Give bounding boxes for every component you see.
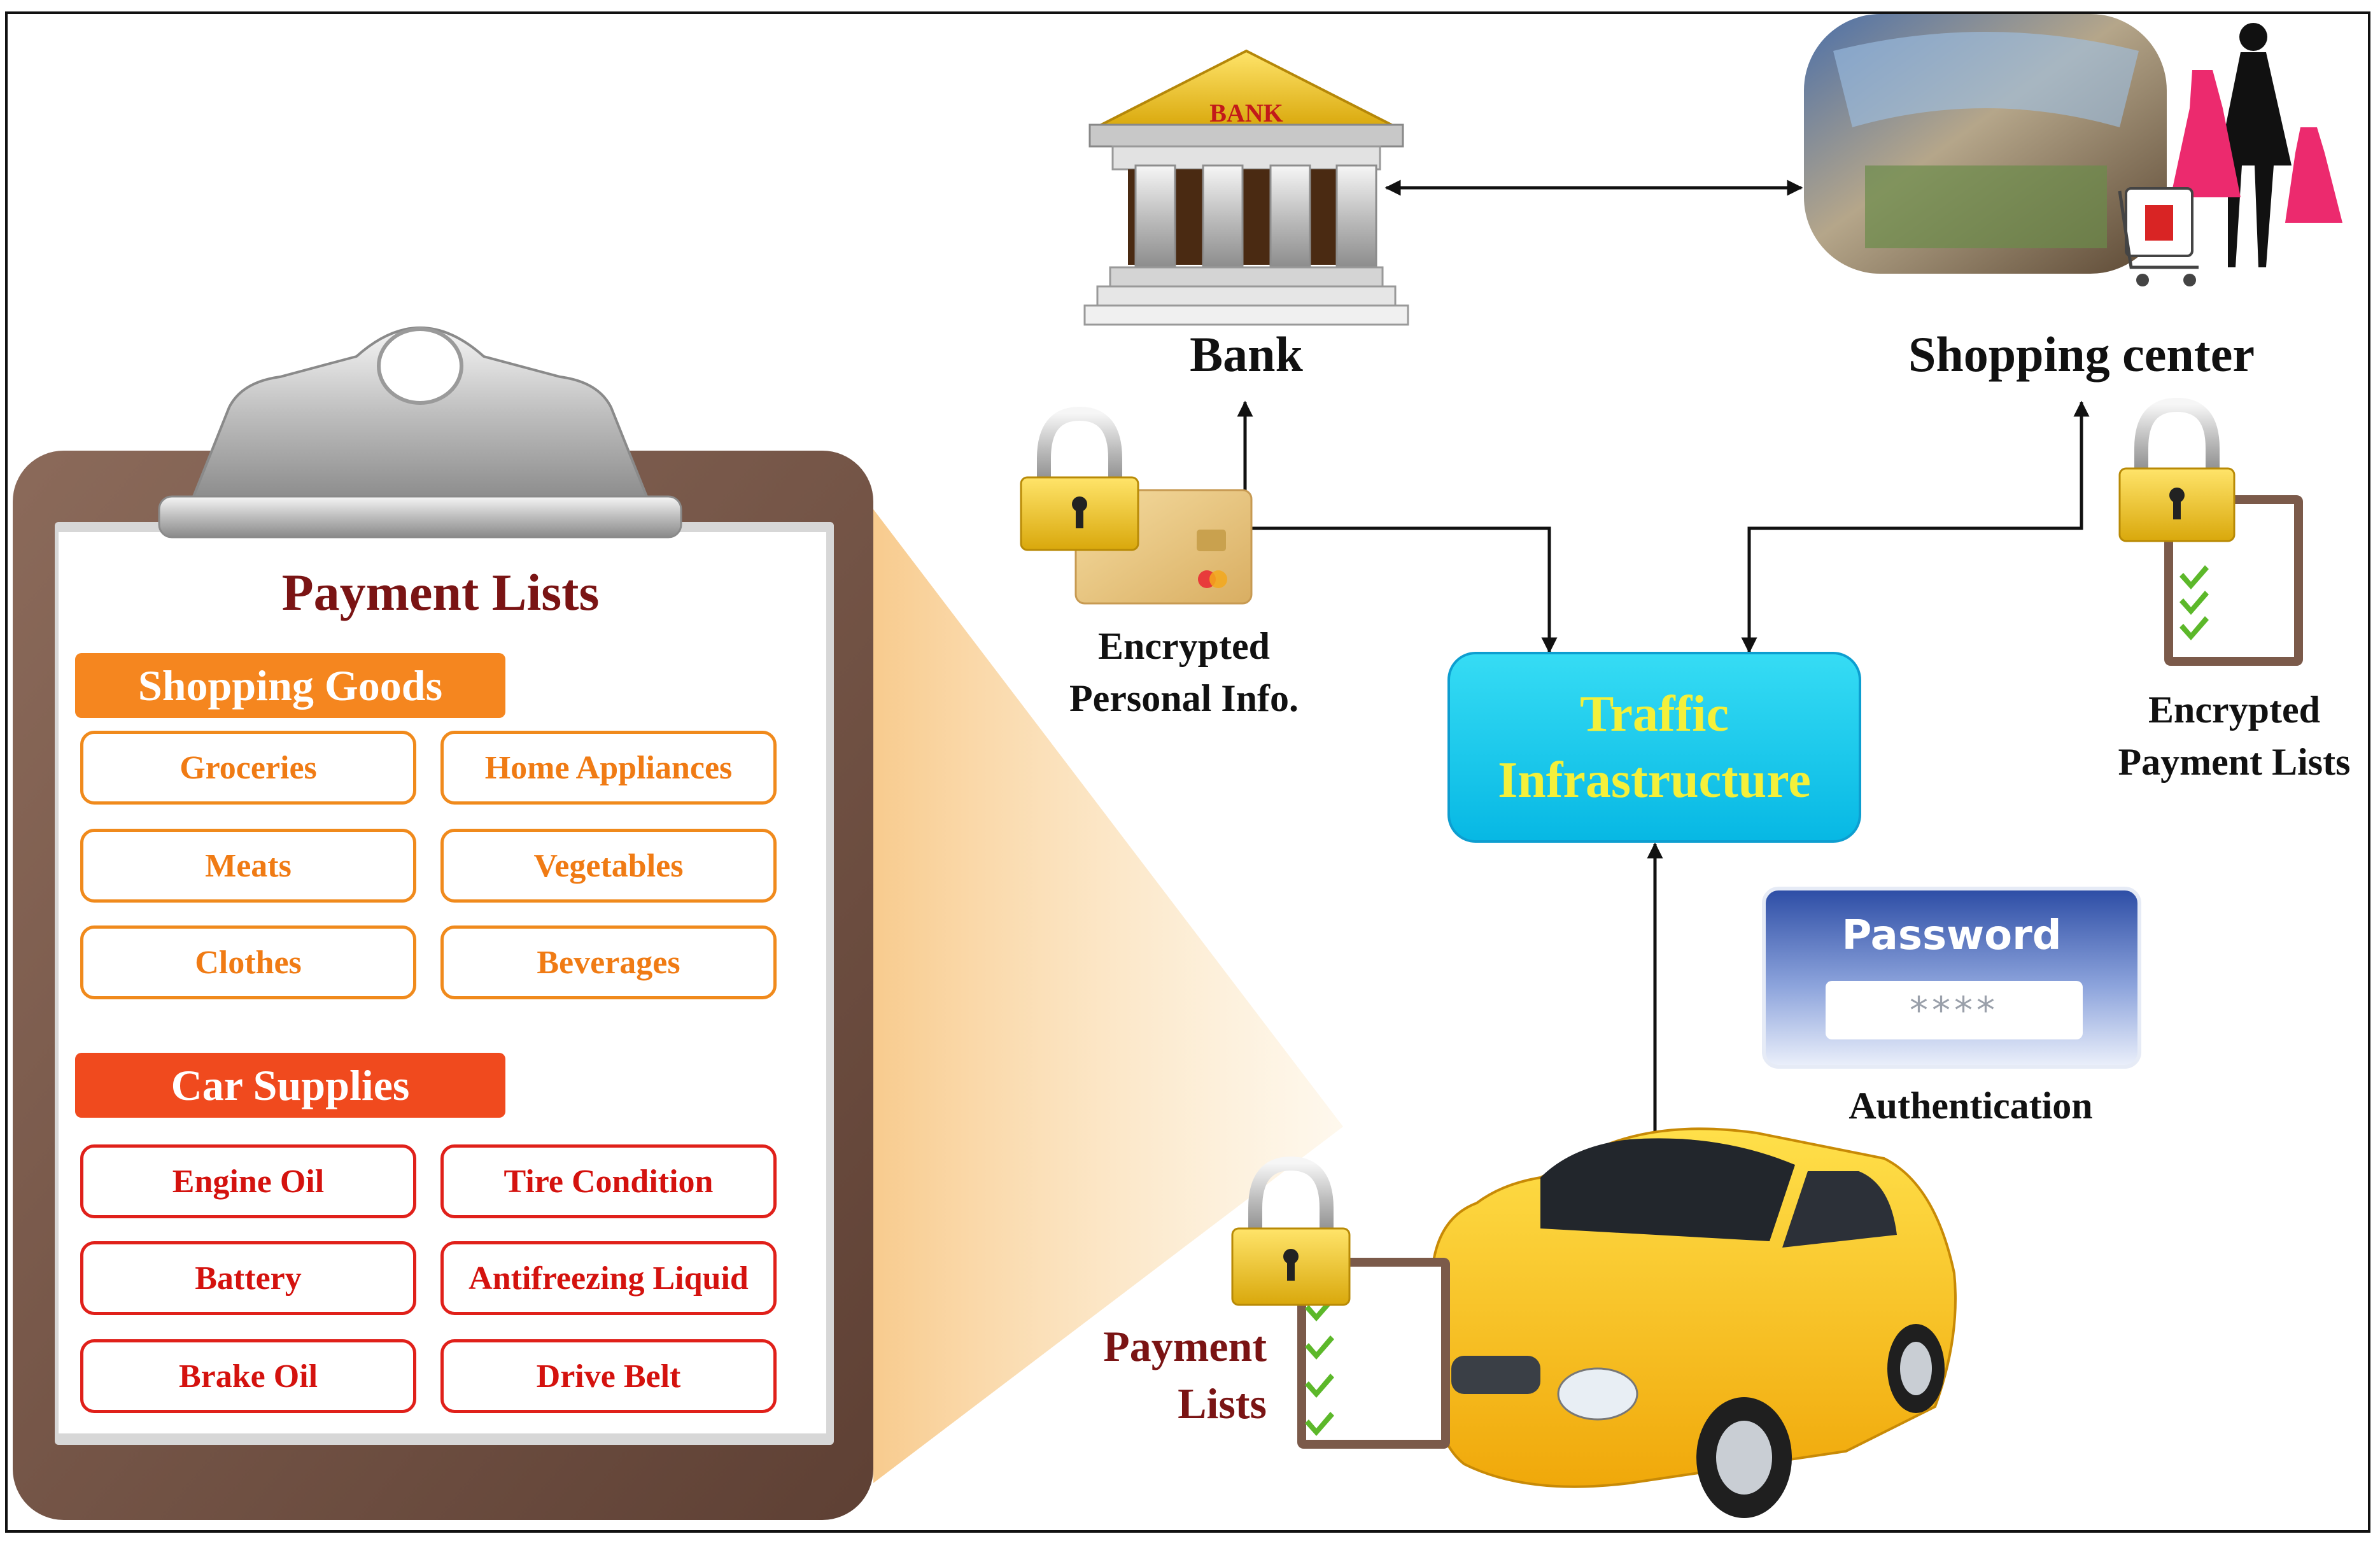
authentication-label: Authentication (1848, 1085, 2093, 1127)
item-battery: Battery (80, 1241, 416, 1315)
zoom-beam (873, 509, 1343, 1483)
bank-label: Bank (1190, 327, 1303, 382)
password-title: Password (1841, 912, 2062, 959)
item-home-appliances: Home Appliances (440, 731, 777, 805)
encrypted-personal-line2: Personal Info. (1069, 677, 1299, 719)
traffic-line1: Traffic (1580, 686, 1729, 742)
encrypted-personal-info-label: Encrypted Personal Info. (1018, 620, 1349, 724)
encrypted-payment-line1: Encrypted (2148, 689, 2320, 731)
item-engine-oil: Engine Oil (80, 1144, 416, 1218)
lock-icon-car (1231, 1156, 1351, 1306)
item-tire-condition: Tire Condition (440, 1144, 777, 1218)
item-meats: Meats (80, 829, 416, 903)
traffic-line2: Infrastructure (1498, 752, 1811, 808)
item-clothes: Clothes (80, 925, 416, 999)
shopping-center-label: Shopping center (1908, 327, 2255, 382)
shopping-mall-icon (1804, 14, 2342, 286)
item-antifreezing-liquid: Antifreezing Liquid (440, 1241, 777, 1315)
encrypted-payment-lists-label: Encrypted Payment Lists (2094, 684, 2374, 788)
password-box: Password **** (1762, 887, 2141, 1069)
payment-lists-line2: Lists (1178, 1379, 1267, 1428)
payment-lists-line1: Payment (1103, 1322, 1267, 1370)
lock-icon-personal (1020, 406, 1139, 551)
clipboard-title: Payment Lists (281, 563, 600, 621)
item-drive-belt: Drive Belt (440, 1339, 777, 1413)
bank-icon (1083, 49, 1409, 326)
traffic-infrastructure-node: Traffic Infrastructure (1447, 652, 1861, 843)
shopping-goods-tab: Shopping Goods (75, 653, 505, 718)
encrypted-personal-line1: Encrypted (1098, 625, 1270, 667)
item-vegetables: Vegetables (440, 829, 777, 903)
encrypted-payment-line2: Payment Lists (2118, 741, 2351, 783)
item-groceries: Groceries (80, 731, 416, 805)
bank-sign: BANK (1209, 99, 1283, 127)
item-brake-oil: Brake Oil (80, 1339, 416, 1413)
password-field: **** (1826, 981, 2083, 1039)
outer-frame (5, 11, 2370, 1533)
bank-traffic-arrow (1237, 400, 1558, 654)
car-icon (1430, 1127, 1957, 1518)
shop-traffic-arrow (1741, 400, 2090, 654)
car-supplies-tab: Car Supplies (75, 1053, 505, 1118)
payment-lists-car-label: Payment Lists (1018, 1318, 1267, 1432)
item-beverages: Beverages (440, 925, 777, 999)
lock-icon-shop (2118, 397, 2236, 542)
